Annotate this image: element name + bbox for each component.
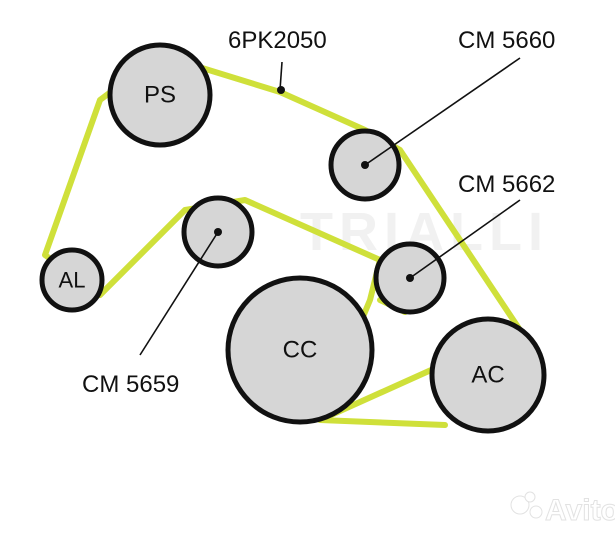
avito-logo-icon	[510, 495, 530, 515]
belt-part-label: 6PK2050	[228, 27, 327, 54]
leader-cm5662	[409, 199, 521, 279]
pulley-cc: CC	[225, 275, 375, 425]
avito-logo-text: Avito	[545, 494, 615, 527]
pulley-al: AL	[39, 247, 105, 313]
callout-cm5660: CM 5660	[458, 27, 555, 54]
leader-cm5660	[364, 57, 521, 166]
pulley-ac: AC	[429, 316, 547, 434]
leader-belt	[279, 61, 283, 91]
avito-watermark: Avito	[510, 491, 615, 528]
pulley-label-al: AL	[59, 268, 86, 293]
leader-cm5659	[139, 231, 219, 356]
callout-cm5659: CM 5659	[82, 371, 179, 398]
callout-cm5662: CM 5662	[458, 171, 555, 198]
pulley-label-cc: CC	[283, 337, 318, 364]
belt-marker-dot	[277, 86, 285, 94]
pulley-ps: PS	[107, 42, 213, 148]
pulley-label-ps: PS	[144, 82, 176, 109]
pulley-label-ac: AC	[471, 362, 504, 389]
